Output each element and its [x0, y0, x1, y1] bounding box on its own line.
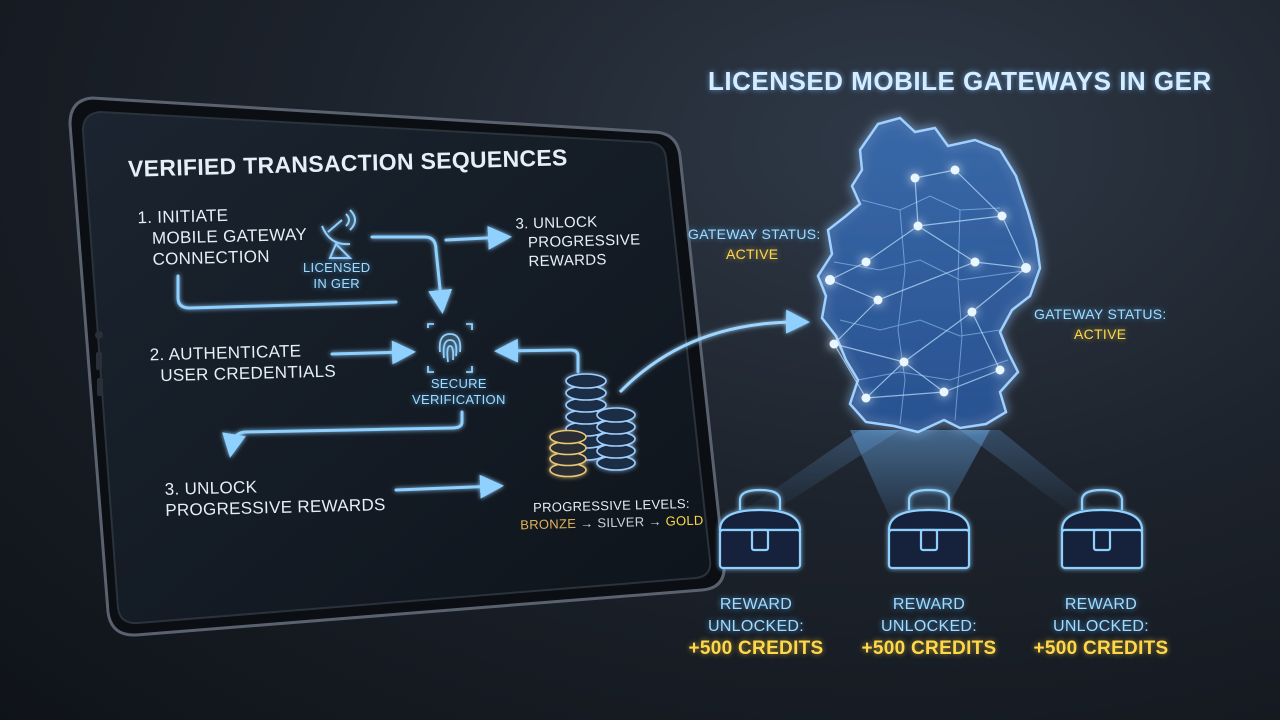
gateway-status-right: Gateway Status: Active	[1034, 304, 1167, 344]
flow-arrow-4	[330, 340, 416, 365]
gateway-node	[910, 173, 920, 183]
gateway-node	[1021, 263, 1031, 273]
reward-chests	[718, 488, 1144, 570]
reward-item-1: Reward Unlocked: +500 Credits	[671, 594, 841, 660]
gateway-node	[939, 387, 949, 397]
reward-label: Reward Unlocked:	[1052, 596, 1150, 635]
gateway-node	[899, 357, 909, 367]
step-authenticate: 2. Authenticate User Credentials	[149, 340, 337, 387]
reward-label: Reward Unlocked:	[880, 596, 978, 635]
gateway-node	[995, 365, 1005, 375]
gateway-node	[829, 339, 839, 349]
satellite-dish-icon	[321, 209, 356, 259]
licensed-badge-line: Licensed	[303, 260, 371, 275]
reward-item-2: Reward Unlocked: +500 Credits	[844, 594, 1014, 660]
treasure-chest-icon	[1060, 488, 1144, 570]
level-bronze: Bronze	[520, 515, 577, 533]
step-initiate-connection: 1. Initiate Mobile Gateway Connection	[137, 203, 308, 270]
gateway-node	[997, 211, 1007, 221]
reward-value: +500 Credits	[861, 638, 997, 659]
gateway-status-value: Active	[1074, 326, 1127, 342]
flow-arrow-5	[494, 338, 580, 374]
arrow-right-icon: →	[648, 513, 662, 530]
secure-line: Verification	[412, 392, 506, 407]
gateway-node	[861, 257, 871, 267]
reward-value: +500 Credits	[688, 638, 824, 659]
step-line: Progressive	[527, 231, 641, 252]
step-unlock-top: 3. Unlock Progressive Rewards	[515, 211, 641, 271]
flow-arrow-6	[222, 410, 464, 458]
map-network-lines	[829, 169, 1027, 399]
reward-value: +500 Credits	[1033, 638, 1169, 659]
map-region-borders	[833, 195, 1031, 425]
progressive-levels: Progressive Levels: Bronze → Silver → Go…	[520, 495, 704, 534]
germany-shape	[816, 116, 1042, 434]
gateway-node	[970, 257, 980, 267]
gateway-nodes	[825, 165, 1031, 403]
treasure-chest-icon	[887, 488, 971, 570]
reward-label: Reward Unlocked:	[707, 596, 805, 635]
step-line: Connection	[152, 246, 271, 269]
tablet-frame	[68, 96, 726, 637]
gateway-node	[913, 221, 923, 231]
secure-line: Secure	[430, 376, 487, 391]
link-arrow-to-map	[618, 309, 810, 394]
level-silver: Silver	[597, 514, 645, 531]
flow-arrow-7	[394, 474, 504, 499]
arrow-right-icon: →	[579, 515, 594, 531]
step-line: Mobile Gateway	[151, 224, 308, 248]
coin-stacks-icon	[549, 373, 636, 478]
flow-arrow-2	[370, 235, 453, 314]
gateway-status-label: Gateway Status:	[1034, 306, 1167, 322]
map-light-beams	[730, 430, 1110, 540]
step-line: Rewards	[528, 251, 607, 271]
gateway-node	[861, 393, 871, 403]
flow-arrow-3	[444, 225, 512, 250]
map-title: Licensed Mobile Gateways in GER	[708, 66, 1212, 96]
fingerprint-icon	[427, 323, 473, 373]
gateway-node	[825, 275, 835, 285]
step-unlock-bottom: 3. Unlock Progressive Rewards	[164, 473, 386, 521]
gateway-status-left: Gateway Status: Active	[688, 224, 821, 264]
licensed-badge-line: in GER	[313, 276, 360, 291]
gateway-node	[967, 307, 977, 317]
flow-arrow-1	[176, 274, 398, 310]
gateway-node	[950, 165, 960, 175]
licensed-badge: Licensed in GER	[303, 260, 370, 292]
gateway-status-value: Active	[726, 246, 779, 262]
gateway-status-label: Gateway Status:	[688, 226, 821, 242]
treasure-chest-icon	[718, 488, 802, 570]
secure-verification-label: Secure Verification	[412, 376, 506, 408]
tablet-flow-arrows	[176, 225, 580, 499]
reward-item-3: Reward Unlocked: +500 Credits	[1016, 594, 1186, 660]
gateway-node	[873, 295, 883, 305]
level-gold: Gold	[665, 512, 704, 529]
